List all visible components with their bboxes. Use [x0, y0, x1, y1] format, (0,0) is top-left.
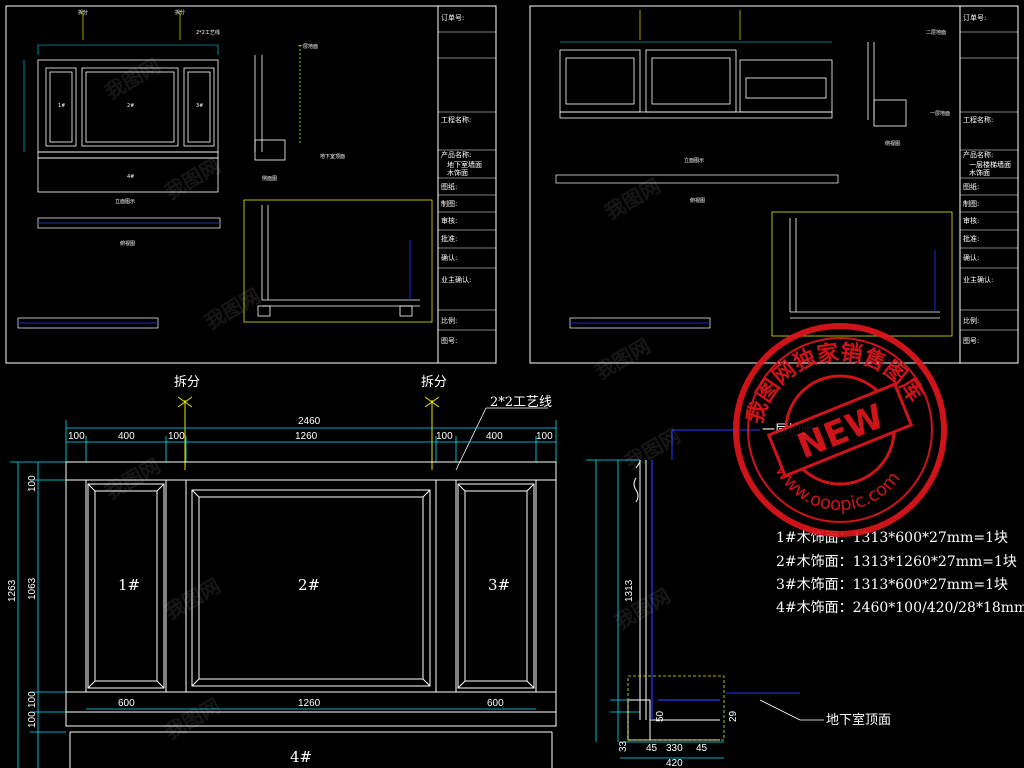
panel-1-label: 1#: [118, 576, 140, 594]
watermark-logo-1: 我图网: [101, 54, 165, 105]
dim-section-small-1: 50: [655, 710, 666, 722]
dim-section-2: 330: [666, 743, 683, 754]
s2-tb-drafter: 制图:: [963, 199, 979, 208]
dim-left-2: 1063: [27, 577, 38, 600]
dim-top-6: 400: [486, 431, 503, 442]
s1-tb-review: 审核:: [441, 216, 457, 225]
base-label: 4#: [290, 748, 312, 766]
panel-3-label: 3#: [488, 576, 510, 594]
s1-panel-1: 1#: [58, 103, 65, 109]
s2-tb-drawing: 图纸:: [963, 182, 979, 191]
split-marker-right: 拆分: [421, 375, 447, 390]
s1-tb-number: 图号:: [441, 337, 457, 345]
watermark-logo-9: 我图网: [161, 694, 225, 745]
s1-tb-drawing: 图纸:: [441, 182, 457, 191]
s1-tb-approve: 批准:: [441, 234, 457, 243]
s2-tb-approve: 批准:: [963, 234, 979, 243]
s1-dixia: 地下室顶面: [320, 153, 345, 160]
s1-base: 4#: [127, 174, 134, 180]
s1-tb-product-type: 木饰面: [447, 168, 468, 177]
watermark-logo-7: 我图网: [101, 454, 165, 505]
material-notes: 1#木饰面：1313*600*27mm=1块 2#木饰面：1313*1260*2…: [776, 530, 1024, 616]
s2-tb-project: 工程名称:: [963, 115, 993, 124]
s1-tb-order: 订单号:: [441, 13, 464, 22]
dim-bottom-2: 1260: [298, 698, 321, 709]
s1-tb-drafter: 制图:: [441, 199, 457, 208]
s1-tb-owner: 业主确认:: [441, 275, 471, 284]
s1-craft-line: 2*2工艺线: [196, 29, 220, 36]
note-4: 4#木饰面：2460*100/420/28*18mm=1块: [776, 600, 1024, 616]
dim-bottom-3: 600: [487, 698, 504, 709]
panel-2-frame: [191, 489, 431, 687]
dim-section-total: 420: [666, 758, 683, 768]
craft-line-label: 2*2工艺线: [490, 395, 552, 410]
watermark-logo-4: 我图网: [601, 174, 665, 225]
dim-top-2: 400: [118, 431, 135, 442]
s1-mini-elevation: [37, 59, 219, 193]
panel-3-frame: [457, 483, 535, 689]
dim-top-4: 1260: [295, 431, 318, 442]
s1-yiceng: 一层地面: [298, 43, 318, 50]
s2-front-view: 立面图示: [684, 157, 704, 164]
s1-tb-confirm: 确认:: [441, 253, 457, 262]
panel-1-frame: [87, 483, 165, 689]
s1-front-view: 立面图示: [115, 198, 135, 205]
s2-elevation: [559, 49, 833, 119]
s2-tb-owner: 业主确认:: [963, 275, 993, 284]
main-elevation: 拆分 拆分 2*2工艺线 2460 100 400 100 1260 100 4…: [7, 375, 557, 768]
watermark-logo-10: 我图网: [611, 584, 675, 635]
split-marker-left: 拆分: [174, 375, 200, 390]
s2-yiceng: 一层地面: [930, 110, 950, 117]
dim-bottom-1: 600: [118, 698, 135, 709]
dim-section-small-2: 29: [728, 710, 739, 722]
dim-section-3: 45: [696, 743, 708, 754]
s1-tb-product: 产品名称:: [441, 150, 471, 159]
s1-chaifen-a: 拆分: [78, 9, 88, 16]
dim-left-4: 100: [27, 711, 38, 728]
panel-2-label: 2#: [298, 576, 320, 594]
s2-erceng: 二层地面: [926, 29, 946, 36]
sheet-1: 订单号: 工程名称: 产品名称: 地下室墙面 木饰面 图纸: 制图: 审核: 批…: [5, 5, 497, 364]
dim-top-5: 100: [436, 431, 453, 442]
s2-tb-number: 图号:: [963, 337, 979, 345]
s2-side-view: 侧视图: [885, 140, 900, 147]
watermark-logo-2: 我图网: [161, 154, 225, 205]
dim-left-total: 1263: [7, 579, 18, 602]
s2-tb-product-name: 一层楼梯墙面: [969, 160, 1011, 169]
s1-tb-product-name: 地下室墙面: [447, 160, 482, 169]
dim-top-3: 100: [168, 431, 185, 442]
dim-left-1: 100: [27, 475, 38, 492]
s1-chaifen-b: 拆分: [175, 9, 185, 16]
s2-tb-product-type: 木饰面: [969, 168, 990, 177]
s1-panel-2: 2#: [127, 103, 134, 109]
s1-side-view: 侧面图: [262, 175, 277, 182]
watermark-logos: 我图网 我图网 我图网 我图网 我图网 我图网 我图网 我图网 我图网 我图网: [101, 54, 685, 745]
note-3: 3#木饰面：1313*600*27mm=1块: [776, 577, 1008, 593]
level-dixia-label: 地下室顶面: [826, 712, 891, 728]
sheet-2: 订单号: 工程名称: 产品名称: 一层楼梯墙面 木饰面 图纸: 制图: 审核: …: [529, 5, 1019, 364]
dim-section-1: 45: [646, 743, 658, 754]
base-moulding: [65, 711, 557, 768]
s1-plan-view: 俯视图: [120, 240, 135, 247]
watermark-logo-3: 我图网: [201, 284, 265, 335]
s1-tb-project: 工程名称:: [441, 115, 471, 124]
s2-tb-product: 产品名称:: [963, 150, 993, 159]
note-2: 2#木饰面：1313*1260*27mm=1块: [776, 554, 1017, 570]
s2-tb-confirm: 确认:: [963, 253, 979, 262]
dim-top-7: 100: [536, 431, 553, 442]
s1-tb-scale: 比例:: [441, 316, 457, 325]
dim-section-small-3: 33: [618, 740, 629, 752]
dim-top-1: 100: [68, 431, 85, 442]
dim-left-3: 100: [27, 691, 38, 708]
s1-panel-3: 3#: [196, 103, 203, 109]
dim-total-width: 2460: [298, 416, 321, 427]
s2-tb-review: 审核:: [963, 216, 979, 225]
dim-section-height: 1313: [624, 579, 635, 602]
s2-tb-order: 订单号:: [963, 13, 986, 22]
s2-tb-scale: 比例:: [963, 316, 979, 325]
watermark-logo-5: 我图网: [591, 334, 655, 385]
s2-plan-view: 俯视图: [690, 197, 705, 204]
